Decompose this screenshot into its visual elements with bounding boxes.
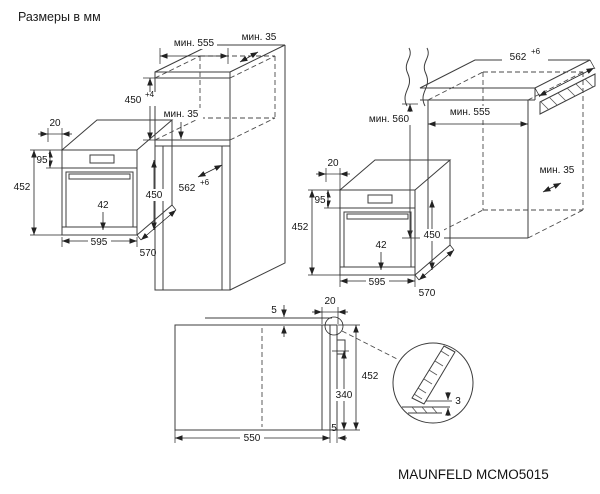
tall-niche-depth-tolerance: +6 [200, 178, 210, 187]
tall-inner-gap-label: мин. 35 [164, 109, 199, 120]
oven-right-front-offset-label: 20 [327, 158, 339, 169]
oven-left-width-label: 595 [91, 237, 108, 248]
tall-niche-height-tolerance: +4 [145, 90, 155, 99]
wall-hatching [540, 78, 594, 111]
side-door-offset-label: 20 [324, 296, 336, 307]
base-side-gap-label: мин. 35 [540, 165, 575, 176]
base-cabinet-figure: 562 +6 мин. 560 мин. 555 мин. 35 [366, 47, 596, 239]
oven-right-total-height-label: 452 [292, 222, 309, 233]
base-min-height-label: мин. 560 [369, 114, 410, 125]
side-depth-label: 550 [244, 433, 261, 444]
oven-left-depth-label: 570 [140, 248, 157, 259]
tall-top-gap-label: мин. 35 [242, 32, 277, 43]
side-rear-height-label: 340 [336, 390, 353, 401]
oven-right-depth-label: 570 [419, 288, 436, 299]
side-height-label: 452 [362, 371, 379, 382]
tall-niche-height-label: 450 [125, 95, 142, 106]
oven-left-figure: 20 95 452 42 450 595 [14, 118, 177, 259]
oven-right-panel-height-label: 95 [314, 195, 326, 206]
page-title: Размеры в мм [18, 10, 101, 24]
tall-min-width-label: мин. 555 [174, 38, 215, 49]
oven-left-front-offset-label: 20 [49, 118, 61, 129]
oven-left-panel-height-label: 95 [36, 155, 48, 166]
oven-left-plinth-height-label: 42 [97, 200, 109, 211]
model-label: MAUNFELD MCMO5015 [398, 467, 549, 482]
tall-niche-depth-label: 562 [179, 183, 196, 194]
oven-right-body-height-label: 450 [424, 230, 441, 241]
side-view-figure: 5 20 452 340 550 [174, 296, 400, 444]
base-min-width-label: мин. 555 [450, 107, 491, 118]
base-worktop-depth-tolerance: +6 [531, 47, 541, 56]
oven-left-body-height-label: 450 [146, 190, 163, 201]
oven-right-width-label: 595 [369, 277, 386, 288]
oven-right-plinth-height-label: 42 [375, 240, 387, 251]
side-top-gap-label: 5 [271, 305, 277, 316]
oven-right-figure: 20 95 452 42 450 595 [292, 158, 455, 299]
detail-gap-label: 3 [455, 396, 461, 407]
base-worktop-depth-label: 562 [510, 52, 527, 63]
side-rear-gap-label: 5 [331, 423, 337, 434]
detail-circle-figure: 3 [392, 342, 474, 424]
tall-cabinet-figure: мин. 555 мин. 35 450 +4 мин. 35 562 +6 [118, 31, 286, 291]
oven-left-total-height-label: 452 [14, 182, 31, 193]
detail-hatching [413, 350, 450, 400]
